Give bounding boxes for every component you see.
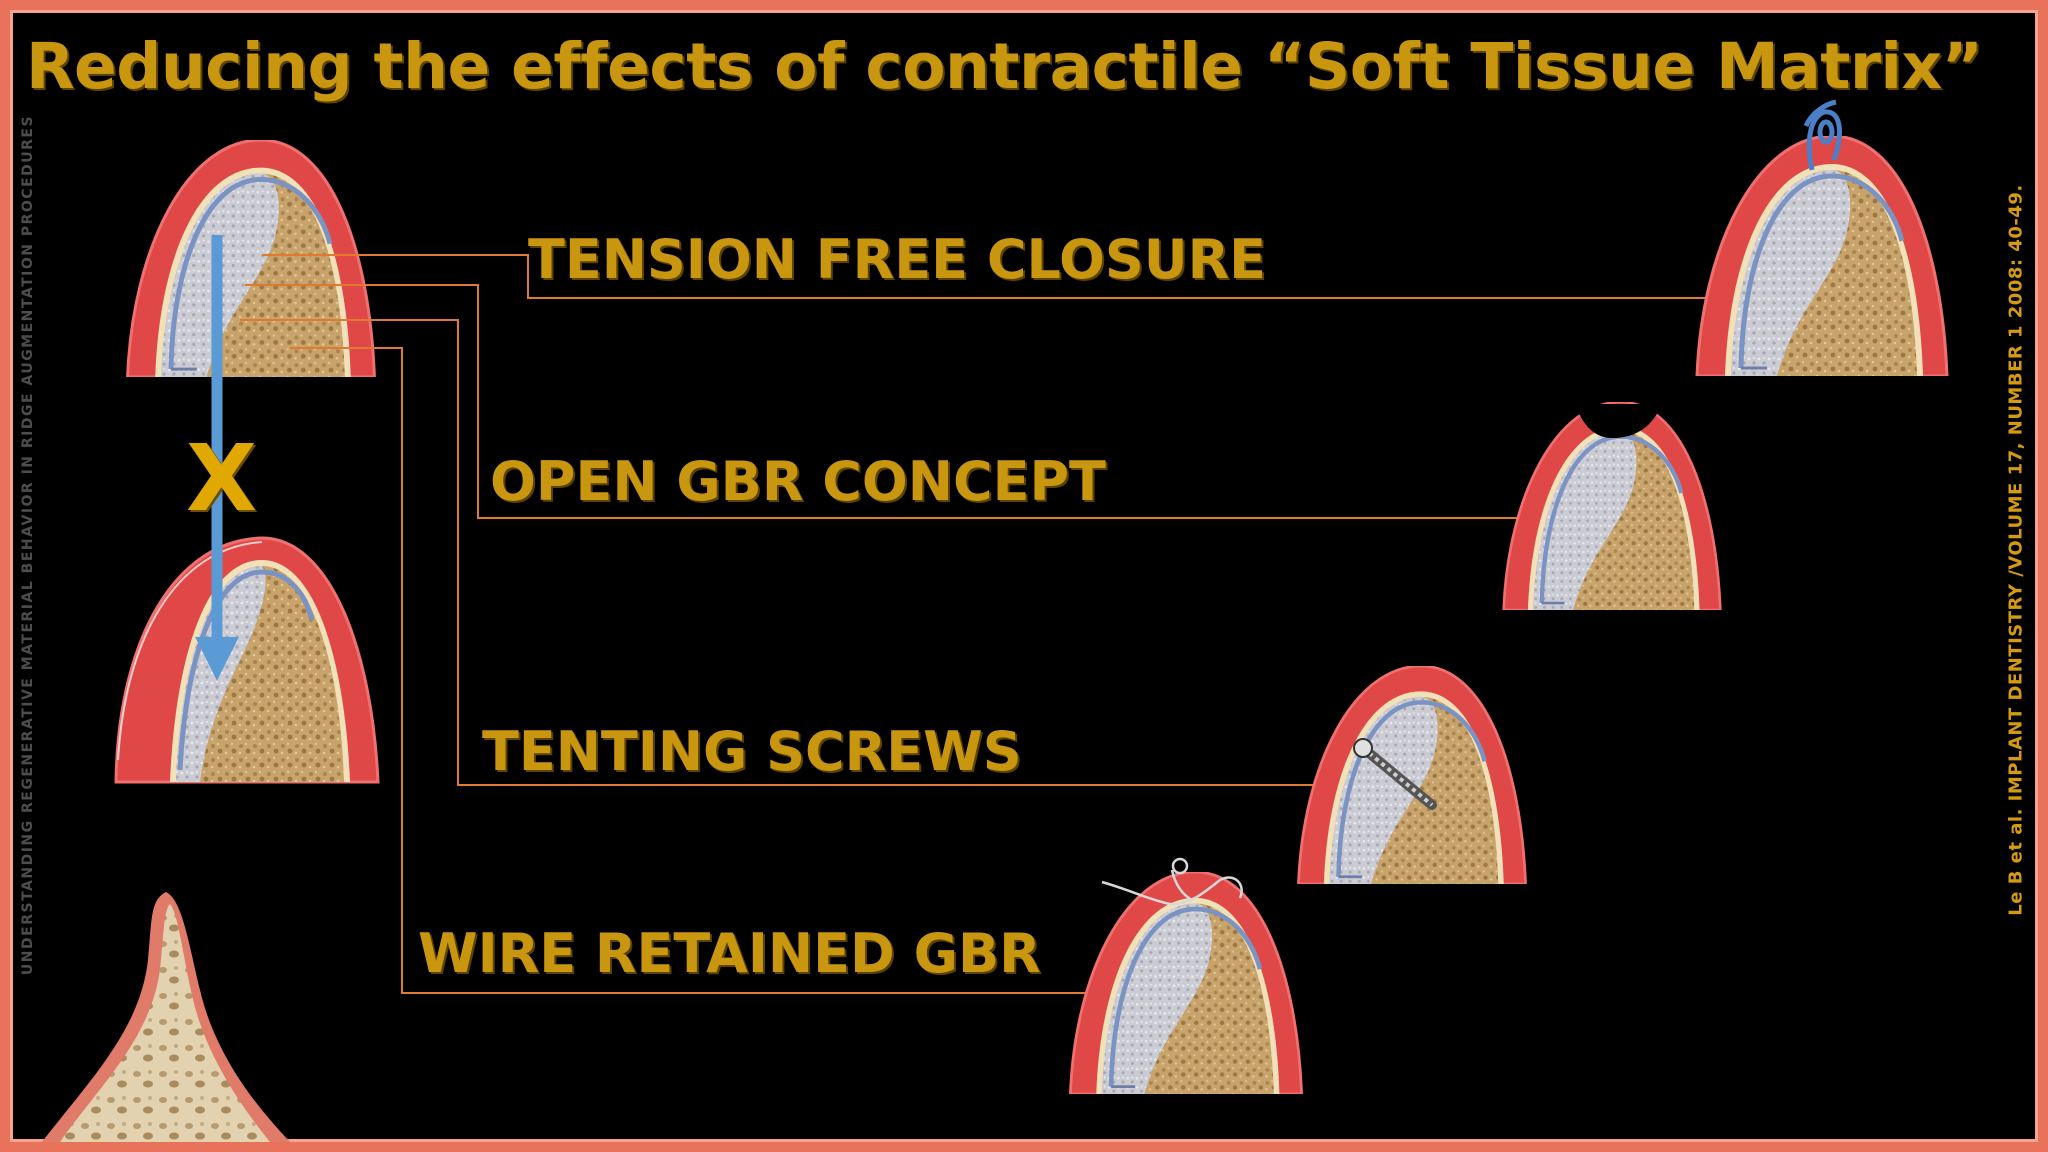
leader-lines bbox=[240, 254, 1766, 999]
ridge-reference bbox=[128, 140, 375, 377]
side-caption-left: UNDERSTANDING REGENERATIVE MATERIAL BEHA… bbox=[20, 114, 36, 976]
ridge-tension-free bbox=[1697, 136, 1947, 376]
label-tenting-screws: TENTING SCREWS bbox=[482, 720, 1022, 783]
ridge-collapsed bbox=[114, 536, 380, 784]
suture-icon bbox=[1803, 99, 1842, 171]
slide-title: Reducing the effects of contractile “Sof… bbox=[26, 30, 1983, 103]
screw-icon bbox=[1353, 738, 1437, 810]
x-mark: X bbox=[186, 425, 257, 532]
wire-icon bbox=[1101, 857, 1243, 906]
label-tension-free-closure: TENSION FREE CLOSURE bbox=[528, 228, 1267, 291]
ridge-tenting-screws bbox=[1298, 666, 1525, 884]
bone-photo bbox=[42, 892, 290, 1142]
ridge-open-gbr bbox=[1504, 402, 1721, 610]
label-wire-retained-gbr: WIRE RETAINED GBR bbox=[418, 922, 1041, 985]
citation: Le B et al. IMPLANT DENTISTRY /VOLUME 17… bbox=[2005, 184, 2027, 916]
label-open-gbr-concept: OPEN GBR CONCEPT bbox=[490, 450, 1106, 513]
ridge-wire-retained bbox=[1070, 872, 1301, 1094]
